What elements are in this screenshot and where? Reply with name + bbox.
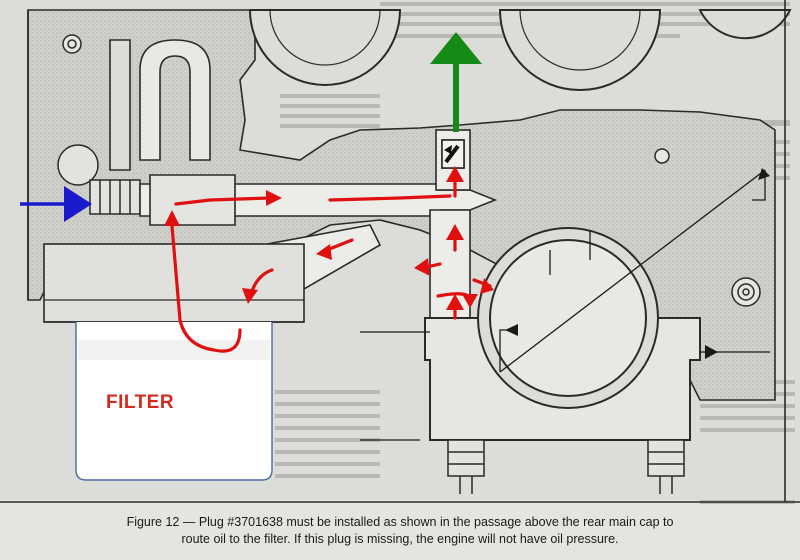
flow-path-gallery-left	[174, 196, 272, 206]
caption-line-1: Figure 12 — Plug #3701638 must be instal…	[126, 515, 674, 529]
oil-flow-arrowheads	[164, 166, 494, 310]
arrowhead-plug	[446, 166, 464, 182]
upper-oil-gallery-loop	[109, 39, 211, 171]
main-cap-bolts	[447, 439, 685, 494]
oil-outlet-arrow	[430, 32, 482, 132]
caption-line-2: route oil to the filter. If this plug is…	[181, 532, 619, 546]
arrowhead-left	[414, 258, 430, 276]
callout-arrowheads	[505, 168, 770, 359]
plug-3701638	[441, 139, 465, 169]
arrowhead-filter-loop	[164, 210, 180, 226]
arrowhead-right	[480, 278, 494, 294]
arrowhead-up-1	[446, 224, 464, 240]
oil-inlet-arrow	[20, 186, 92, 222]
cylinder-bores	[248, 9, 792, 91]
figure-frame	[0, 0, 800, 503]
arrowhead-diag-2	[242, 288, 258, 304]
oil-flow-arrows	[170, 174, 492, 353]
figure-caption: Figure 12 — Plug #3701638 must be instal…	[0, 514, 800, 548]
flow-path-gallery-right	[328, 194, 452, 202]
rear-main-cap	[424, 227, 701, 441]
arrowhead-gallery-left	[266, 190, 282, 206]
main-oil-gallery	[139, 174, 498, 226]
caption-background	[0, 500, 800, 560]
bolt-heads	[62, 34, 761, 307]
arrowhead-up-2	[446, 294, 464, 310]
oil-filter	[43, 243, 305, 481]
filter-label: FILTER	[106, 392, 175, 413]
arrowhead-diag-1	[316, 244, 332, 260]
arrowhead-down	[462, 294, 478, 308]
flow-path-filter-loop	[170, 224, 242, 353]
oil-inlet-fitting	[57, 144, 141, 215]
